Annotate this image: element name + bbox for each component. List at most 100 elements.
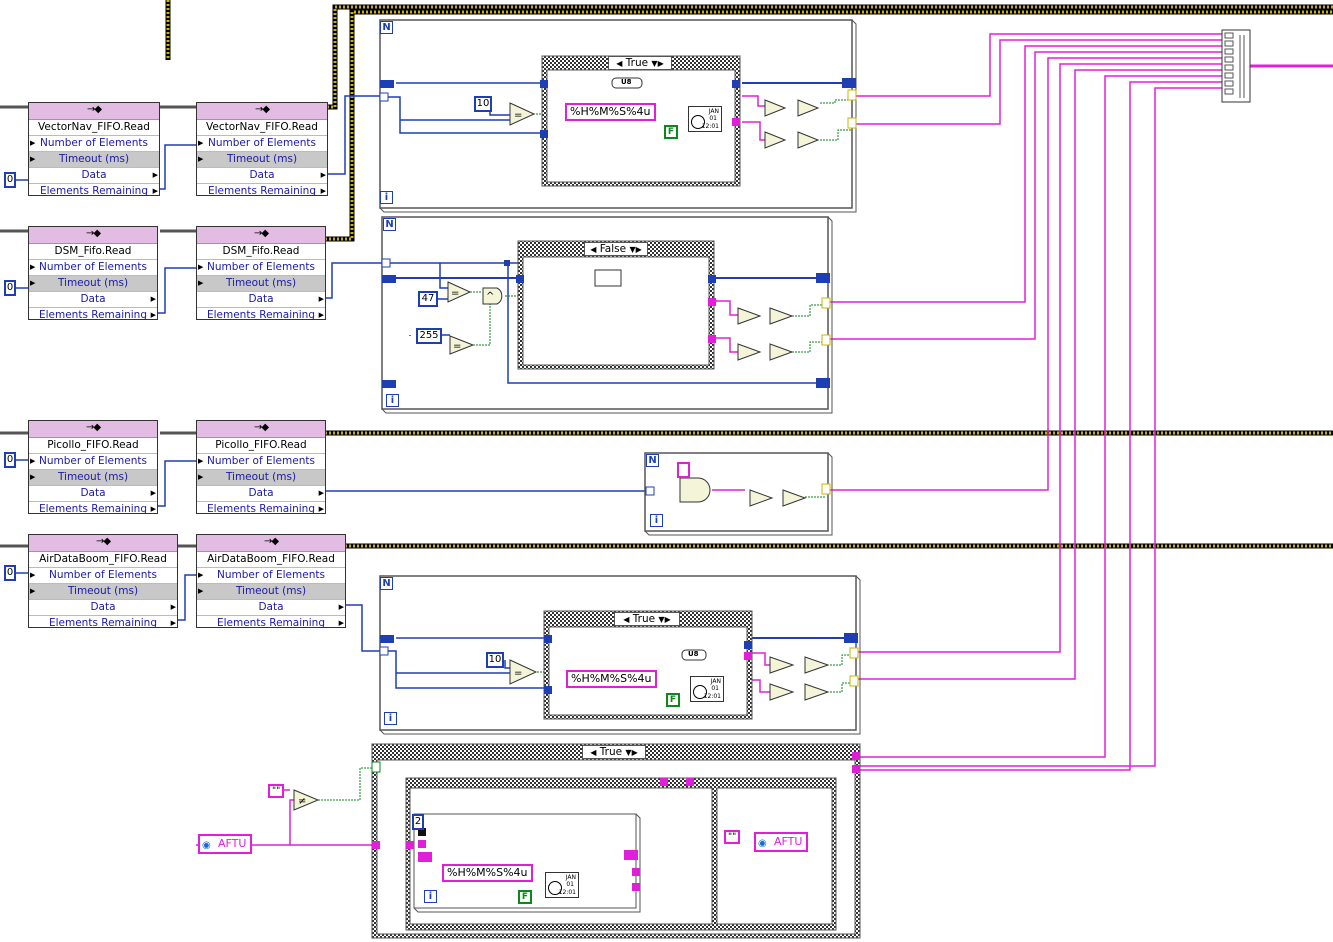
fifo-read-node[interactable]: →◆ VectorNav_FIFO.Read ▶Number of Elemen… [28, 102, 160, 199]
case-selector[interactable]: ◀ False ▼▶ [584, 242, 648, 256]
output-elements-remaining[interactable]: Elements Remaining▶ [29, 183, 159, 199]
output-data[interactable]: Data▶ [197, 167, 327, 183]
input-timeout[interactable]: ▶Timeout (ms) [29, 469, 157, 485]
loop-count-terminal[interactable]: N [646, 454, 659, 467]
loop-count-terminal[interactable]: N [380, 577, 393, 590]
empty-string-constant[interactable] [677, 462, 690, 478]
zero-constant[interactable]: 0 [4, 565, 16, 581]
primitive-nodes: = = = ^ = ≠ [293, 77, 830, 811]
fifo-read-node[interactable]: →◆ Picollo_FIFO.Read ▶Number of Elements… [28, 420, 158, 517]
input-timeout[interactable]: ▶Timeout (ms) [29, 583, 177, 599]
iteration-constant[interactable]: 2 [412, 814, 424, 830]
global-data-ref-aftu[interactable]: ◉AFTU [754, 832, 809, 852]
fifo-read-node[interactable]: →◆ VectorNav_FIFO.Read ▶Number of Elemen… [196, 102, 328, 199]
node-title: VectorNav_FIFO.Read [206, 121, 318, 133]
false-constant[interactable]: F [664, 125, 678, 139]
output-data[interactable]: Data▶ [197, 291, 325, 307]
svg-text:^: ^ [486, 291, 494, 302]
input-number-of-elements[interactable]: ▶Number of Elements [197, 135, 327, 151]
row-label: Data [248, 487, 274, 499]
output-data[interactable]: Data▶ [197, 485, 325, 501]
numeric-constant-255[interactable]: 255 [416, 328, 442, 344]
row-label: Number of Elements [217, 569, 325, 581]
fifo-icon: →◆ [254, 104, 270, 115]
output-elements-remaining[interactable]: Elements Remaining▶ [197, 615, 345, 631]
row-label: Elements Remaining [206, 503, 316, 515]
globe-icon: ◉ [758, 838, 767, 849]
case-selector[interactable]: ◀ True ▼▶ [582, 745, 646, 759]
calendar-day: 01 [711, 685, 719, 692]
for-loop-airdataboom [379, 575, 861, 735]
fifo-read-node[interactable]: →◆ DSM_Fifo.Read ▶Number of Elements ▶Ti… [196, 226, 326, 323]
empty-string-constant[interactable]: "" [724, 830, 741, 844]
input-number-of-elements[interactable]: ▶Number of Elements [197, 567, 345, 583]
numeric-constant-10[interactable]: 10 [486, 652, 504, 668]
output-data[interactable]: Data▶ [29, 167, 159, 183]
get-datetime-icon[interactable]: JAN 01 12:01 [690, 676, 724, 702]
zero-constant[interactable]: 0 [4, 172, 16, 188]
row-label: Data [81, 169, 107, 181]
format-string-constant[interactable]: %H%M%S%4u [565, 103, 656, 121]
input-number-of-elements[interactable]: ▶Number of Elements [197, 259, 325, 275]
output-elements-remaining[interactable]: Elements Remaining▶ [197, 501, 325, 517]
row-label: Number of Elements [39, 261, 147, 273]
input-number-of-elements[interactable]: ▶Number of Elements [29, 453, 157, 469]
zero-constant[interactable]: 0 [4, 452, 16, 468]
case-selector-label: True [632, 613, 656, 625]
svg-text:=: = [453, 341, 461, 352]
fifo-icon: →◆ [95, 536, 111, 547]
globe-icon: ◉ [202, 840, 211, 851]
case-selector[interactable]: ◀ True ▼▶ [608, 56, 672, 70]
numeric-constant-47[interactable]: 47 [418, 291, 438, 307]
input-timeout[interactable]: ▶Timeout (ms) [29, 275, 157, 291]
node-title: DSM_Fifo.Read [222, 245, 300, 257]
input-timeout[interactable]: ▶Timeout (ms) [197, 275, 325, 291]
input-timeout[interactable]: ▶Timeout (ms) [197, 151, 327, 167]
input-timeout[interactable]: ▶Timeout (ms) [29, 151, 159, 167]
output-elements-remaining[interactable]: Elements Remaining▶ [29, 501, 157, 517]
input-timeout[interactable]: ▶Timeout (ms) [197, 583, 345, 599]
numeric-constant-10[interactable]: 10 [474, 96, 492, 112]
output-elements-remaining[interactable]: Elements Remaining▶ [29, 307, 157, 323]
output-data[interactable]: Data▶ [197, 599, 345, 615]
calendar-month: JAN [710, 678, 721, 685]
zero-constant[interactable]: 0 [4, 280, 16, 296]
input-number-of-elements[interactable]: ▶Number of Elements [197, 453, 325, 469]
row-label: Timeout (ms) [57, 471, 129, 483]
empty-string-constant[interactable]: "" [268, 784, 285, 798]
fifo-read-node[interactable]: →◆ DSM_Fifo.Read ▶Number of Elements ▶Ti… [28, 226, 158, 323]
svg-text:=: = [514, 110, 522, 121]
output-elements-remaining[interactable]: Elements Remaining▶ [197, 307, 325, 323]
row-label: Data [80, 293, 106, 305]
global-data-ref-aftu[interactable]: ◉AFTU [198, 834, 253, 854]
output-elements-remaining[interactable]: Elements Remaining▶ [197, 183, 327, 199]
input-number-of-elements[interactable]: ▶Number of Elements [29, 567, 177, 583]
output-data[interactable]: Data▶ [29, 291, 157, 307]
row-label: Elements Remaining [206, 309, 316, 321]
row-label: Data [249, 169, 275, 181]
output-data[interactable]: Data▶ [29, 485, 157, 501]
fifo-read-node[interactable]: →◆ Picollo_FIFO.Read ▶Number of Elements… [196, 420, 326, 517]
false-constant[interactable]: F [666, 693, 680, 707]
fifo-read-node[interactable]: →◆ AirDataBoom_FIFO.Read ▶Number of Elem… [28, 534, 178, 631]
get-datetime-icon[interactable]: JAN 01 12:01 [688, 106, 722, 132]
input-number-of-elements[interactable]: ▶Number of Elements [29, 135, 159, 151]
format-string-constant[interactable]: %H%M%S%4u [442, 864, 533, 882]
case-selector[interactable]: ◀ True ▼▶ [614, 612, 680, 626]
fifo-read-node[interactable]: →◆ AirDataBoom_FIFO.Read ▶Number of Elem… [196, 534, 346, 631]
format-string-constant[interactable]: %H%M%S%4u [566, 670, 657, 688]
input-timeout[interactable]: ▶Timeout (ms) [197, 469, 325, 485]
loop-count-terminal[interactable]: N [380, 21, 393, 34]
get-datetime-icon[interactable]: JAN 01 12:01 [545, 872, 579, 898]
output-elements-remaining[interactable]: Elements Remaining▶ [29, 615, 177, 631]
node-title: AirDataBoom_FIFO.Read [207, 553, 335, 565]
loop-count-terminal[interactable]: N [383, 218, 396, 231]
fifo-icon: →◆ [263, 536, 279, 547]
row-label: Timeout (ms) [235, 585, 307, 597]
row-label: Timeout (ms) [67, 585, 139, 597]
false-constant[interactable]: F [518, 890, 532, 904]
input-number-of-elements[interactable]: ▶Number of Elements [29, 259, 157, 275]
row-label: Number of Elements [40, 137, 148, 149]
loop-iteration-terminal: i [384, 712, 397, 725]
output-data[interactable]: Data▶ [29, 599, 177, 615]
